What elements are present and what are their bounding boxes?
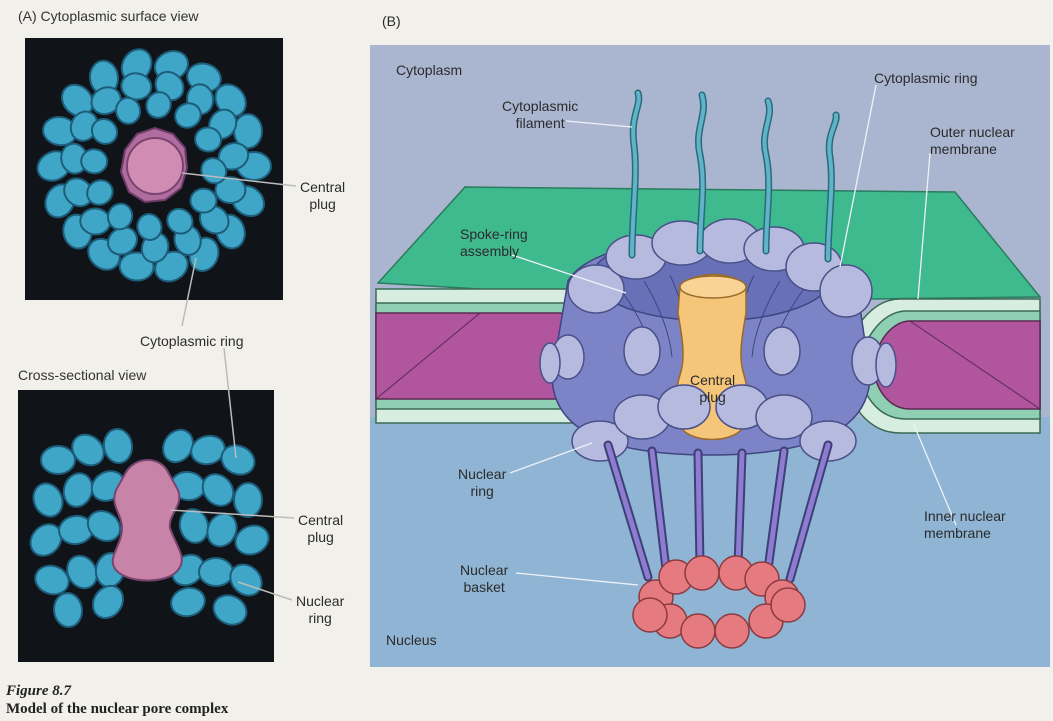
inner-nuclear-membrane-label: Inner nuclear membrane (924, 508, 1006, 542)
nuclear-basket-bead (685, 556, 719, 590)
nuclear-basket-label: Nuclear basket (460, 562, 508, 596)
panel-b-title: (B) (382, 13, 401, 30)
panel-a-leader-lines (0, 0, 370, 700)
cytoplasmic-filament-label: Cytoplasmic filament (502, 98, 578, 132)
leader-central-plug-a1 (182, 173, 296, 186)
leader-nuclear-ring-a (238, 582, 292, 600)
spoke-ring-assembly-label: Spoke-ring assembly (460, 226, 528, 260)
leader-cytoplasmic-ring-up (182, 258, 196, 326)
cytoplasm-label: Cytoplasm (396, 62, 462, 79)
nuclear-ring-label-b: Nuclear ring (458, 466, 506, 500)
nuclear-basket-bead (633, 598, 667, 632)
nuclear-basket-bead (771, 588, 805, 622)
figure-caption: Model of the nuclear pore complex (6, 701, 228, 718)
nuclear-basket-bead (715, 614, 749, 648)
right-lumen (874, 321, 1040, 409)
leader-central-plug-a2 (170, 510, 294, 518)
central-plug-label-b: Central plug (690, 372, 735, 406)
nucleus-label: Nucleus (386, 632, 437, 649)
cytoplasmic-ring-label-b: Cytoplasmic ring (874, 70, 977, 87)
figure-number: Figure 8.7 (6, 683, 71, 700)
cytoplasmic-ring-subunit (820, 265, 872, 317)
nuclear-basket-bead (681, 614, 715, 648)
outer-nuclear-membrane-label: Outer nuclear membrane (930, 124, 1015, 158)
leader-cytoplasmic-ring-down (224, 348, 236, 458)
